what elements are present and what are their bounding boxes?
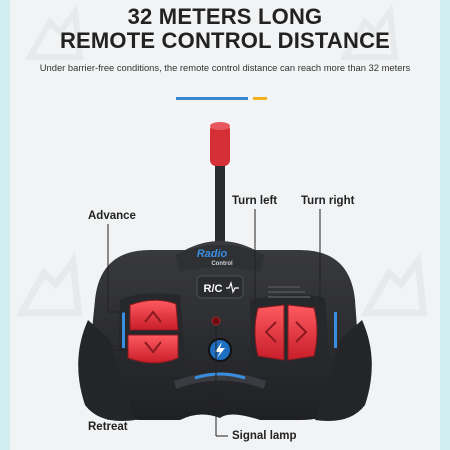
callout-signal-lamp: Signal lamp (232, 430, 297, 442)
rc-badge: R/C (204, 283, 223, 295)
turn-left-button[interactable] (254, 304, 285, 361)
grille-lines (268, 286, 310, 298)
rc-badge-plate (196, 275, 244, 299)
frame-right (440, 0, 450, 450)
retreat-button[interactable] (127, 334, 179, 364)
bottom-arc (173, 372, 267, 389)
subtitle: Under barrier-free conditions, the remot… (39, 62, 411, 73)
watermark-logo-icon (24, 4, 84, 60)
headline-line-2: REMOTE CONTROL DISTANCE (59, 28, 391, 53)
headline-line-1: 32 METERS LONG (127, 4, 323, 29)
watermark-logo-icon (15, 252, 83, 317)
left-grip (78, 320, 135, 421)
accent-stripe-left (122, 312, 125, 348)
frame-left (0, 0, 10, 450)
logo-plate (175, 245, 265, 272)
arrow-down-icon (144, 341, 162, 354)
pulse-icon (226, 280, 239, 294)
advance-button[interactable] (129, 299, 179, 331)
callout-turn-right: Turn right (301, 195, 355, 207)
bottom-arc-accent (194, 372, 246, 380)
callout-advance: Advance (88, 210, 136, 222)
lightning-icon (215, 342, 225, 358)
right-grip (315, 320, 372, 421)
antenna-tip (210, 124, 230, 166)
arrow-up-icon (144, 310, 162, 323)
arrow-left-icon (264, 321, 277, 343)
turn-right-button[interactable] (287, 304, 318, 361)
accent-stripe-right (334, 312, 337, 348)
callout-lines (107, 209, 321, 437)
watermark-logo-icon (360, 252, 428, 317)
arrow-right-icon (295, 321, 308, 343)
watermark-logo-icon (339, 4, 399, 60)
signal-lamp (211, 316, 221, 326)
accent-bar-blue (176, 97, 248, 100)
remote-body (88, 241, 360, 420)
accent-bar-yellow (253, 97, 267, 100)
antenna-rod (215, 160, 225, 250)
callout-retreat: Retreat (88, 421, 128, 433)
logo-text-control: Control (211, 261, 233, 267)
logo-text-radio: Radio (197, 248, 228, 260)
callout-turn-left: Turn left (232, 195, 278, 207)
